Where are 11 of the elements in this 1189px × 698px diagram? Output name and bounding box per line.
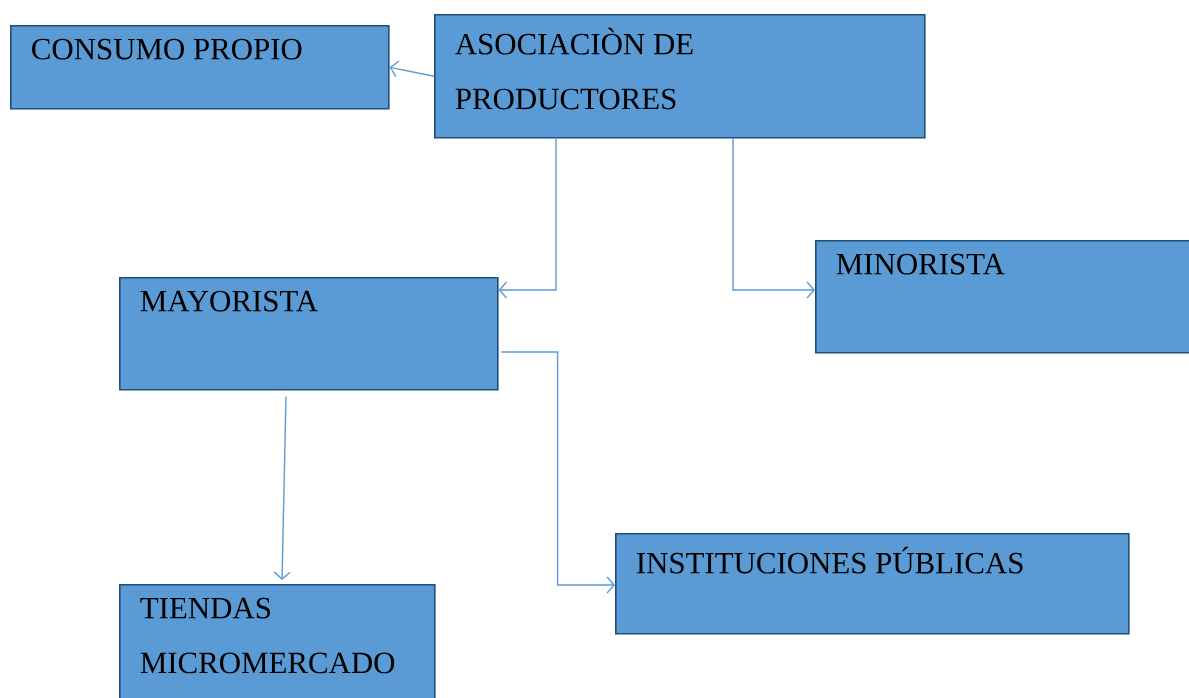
arrow [273, 395, 291, 580]
process-box: MINORISTA [815, 240, 1189, 354]
arrow [732, 137, 815, 299]
arrow [500, 351, 615, 594]
process-box: MAYORISTA [119, 277, 499, 391]
process-box: ASOCIACIÒN DE PRODUCTORES [434, 14, 926, 139]
process-box: INSTITUCIONES PÚBLICAS [615, 533, 1130, 635]
arrow [389, 60, 435, 78]
process-box: TIENDAS MICROMERCADO [119, 584, 436, 698]
process-box: CONSUMO PROPIO [10, 25, 390, 110]
arrow [498, 137, 557, 299]
